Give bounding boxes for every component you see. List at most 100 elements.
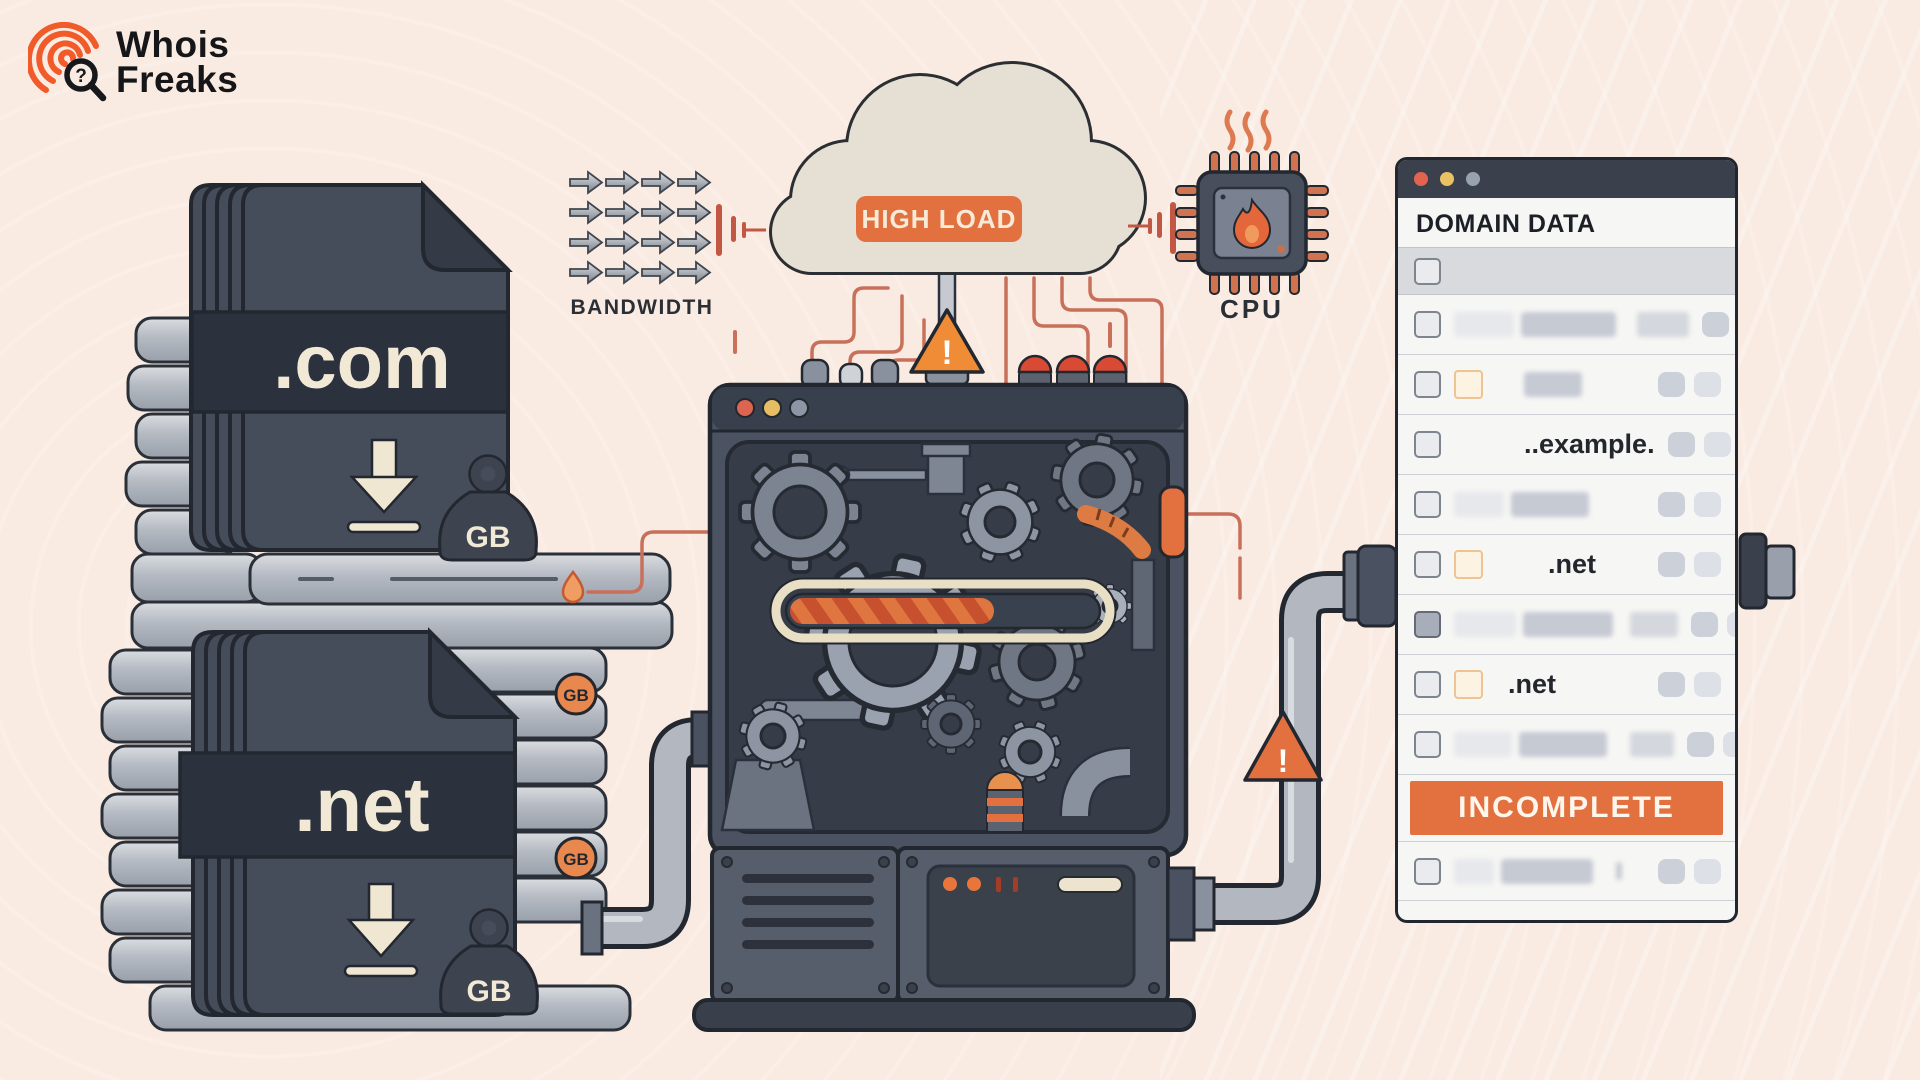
progress-bar: [769, 577, 1117, 645]
redacted-value: [1454, 312, 1689, 337]
gb-badge-icon: GB: [554, 672, 598, 716]
pipe-warning-triangle-icon: !: [1243, 710, 1323, 782]
redacted-value: [1496, 372, 1582, 397]
close-window-button[interactable]: [1414, 172, 1428, 186]
row-action-button[interactable]: [1658, 372, 1685, 397]
orange-belt: [1077, 505, 1151, 559]
bandwidth-label: BANDWIDTH: [571, 296, 714, 319]
table-row[interactable]: [1398, 475, 1735, 535]
row-checkbox[interactable]: [1414, 671, 1441, 698]
signal-ticks: [716, 202, 1176, 256]
table-row[interactable]: ..example.: [1398, 415, 1735, 475]
cloud: HIGH LOAD: [769, 61, 1147, 275]
row-action-button[interactable]: [1658, 552, 1685, 577]
machine-traffic-lights: [735, 398, 809, 418]
row-action-button[interactable]: [1727, 612, 1735, 637]
high-load-label: HIGH LOAD: [862, 204, 1017, 234]
machine-base-plate: [692, 998, 1196, 1032]
row-action-button[interactable]: [1723, 732, 1735, 757]
download-arrow-icon: [343, 882, 419, 978]
domain-cell: .net: [1548, 549, 1597, 579]
row-checkbox[interactable]: [1414, 857, 1441, 885]
bandwidth-arrows: [569, 170, 712, 285]
flame-icon: [1232, 197, 1272, 249]
flag-checkbox[interactable]: [1454, 670, 1483, 699]
row-action-button[interactable]: [1658, 492, 1685, 517]
panel-title: DOMAIN DATA: [1416, 210, 1596, 238]
flag-checkbox[interactable]: [1454, 550, 1483, 579]
row-action-button[interactable]: [1691, 612, 1718, 637]
redacted-value: [1454, 858, 1622, 884]
signal-wires: [586, 512, 1242, 600]
machine-display: [926, 864, 1136, 988]
machine-titlebar: [712, 387, 1184, 431]
com-file-stack: .com GB: [189, 180, 538, 562]
svg-text:GB: GB: [563, 850, 589, 869]
row-action-button[interactable]: [1687, 732, 1714, 757]
cpu-label: CPU: [1220, 294, 1284, 324]
table-row[interactable]: .net: [1398, 655, 1735, 715]
panel-outlet-pipe: [1738, 532, 1796, 610]
whoisfreaks-logo: ? Whois Freaks: [28, 22, 238, 102]
svg-text:GB: GB: [563, 686, 589, 705]
table-row[interactable]: .net: [1398, 535, 1735, 595]
net-label-band: [178, 751, 517, 859]
net-file-stack: .net GB: [178, 627, 539, 1017]
heat-waves-icon: [1224, 109, 1272, 153]
row-action-button[interactable]: [1667, 432, 1695, 457]
select-all-checkbox[interactable]: [1414, 257, 1441, 285]
row-checkbox[interactable]: [1414, 311, 1441, 338]
row-action-button[interactable]: [1702, 312, 1729, 337]
progress-fill: [790, 598, 994, 624]
table-row[interactable]: [1398, 715, 1735, 775]
fingerprint-magnifier-icon: ?: [28, 22, 107, 102]
cpu-chip: CPU: [1175, 109, 1329, 324]
right-pipe: [1200, 544, 1398, 925]
flag-checkbox[interactable]: [1454, 370, 1483, 399]
redacted-value: [1454, 612, 1678, 637]
com-label: .com: [273, 320, 450, 405]
processing-machine: [692, 352, 1216, 1032]
select-all-header-row: [1398, 247, 1735, 295]
row-checkbox[interactable]: [1414, 491, 1441, 518]
net-weight-label: GB: [467, 975, 512, 1008]
table-row[interactable]: [1398, 355, 1735, 415]
brand-name: Whois Freaks: [116, 26, 238, 98]
com-weight-label: GB: [466, 521, 511, 554]
chimney: [985, 771, 1025, 833]
row-checkbox[interactable]: [1414, 371, 1441, 398]
net-label: .net: [294, 763, 429, 848]
row-action-button[interactable]: [1658, 858, 1685, 884]
table-row[interactable]: [1398, 595, 1735, 655]
row-checkbox[interactable]: [1414, 551, 1441, 578]
vents: [742, 874, 874, 949]
row-action-button[interactable]: [1703, 432, 1731, 457]
redacted-value: [1454, 732, 1674, 757]
warning-triangle-icon: !: [909, 308, 985, 374]
redacted-value: [1454, 492, 1589, 517]
svg-text:!: !: [941, 334, 952, 372]
domain-cell: ..example.: [1524, 429, 1655, 459]
row-checkbox[interactable]: [1414, 431, 1441, 458]
table-row[interactable]: [1398, 295, 1735, 355]
incomplete-status-button[interactable]: INCOMPLETE: [1410, 781, 1723, 835]
gb-badge-icon: GB: [554, 836, 598, 880]
machine-side-handle: [1158, 485, 1188, 559]
cloud-wires: [733, 276, 1164, 386]
gb-weight-icon: GB: [438, 454, 538, 562]
drop-marker-icon: [561, 569, 585, 604]
gb-weight-icon: GB: [439, 908, 539, 1016]
row-action-button[interactable]: [1694, 858, 1721, 884]
svg-text:!: !: [1278, 743, 1289, 779]
row-checkbox[interactable]: [1414, 731, 1441, 758]
row-action-button[interactable]: [1694, 372, 1721, 397]
minimize-window-button[interactable]: [1440, 172, 1454, 186]
row-checkbox[interactable]: [1414, 611, 1441, 638]
row-action-button[interactable]: [1694, 492, 1721, 517]
row-action-button[interactable]: [1658, 672, 1685, 697]
row-action-button[interactable]: [1694, 552, 1721, 577]
row-action-button[interactable]: [1694, 672, 1721, 697]
maximize-window-button[interactable]: [1466, 172, 1480, 186]
table-row[interactable]: [1398, 841, 1735, 901]
